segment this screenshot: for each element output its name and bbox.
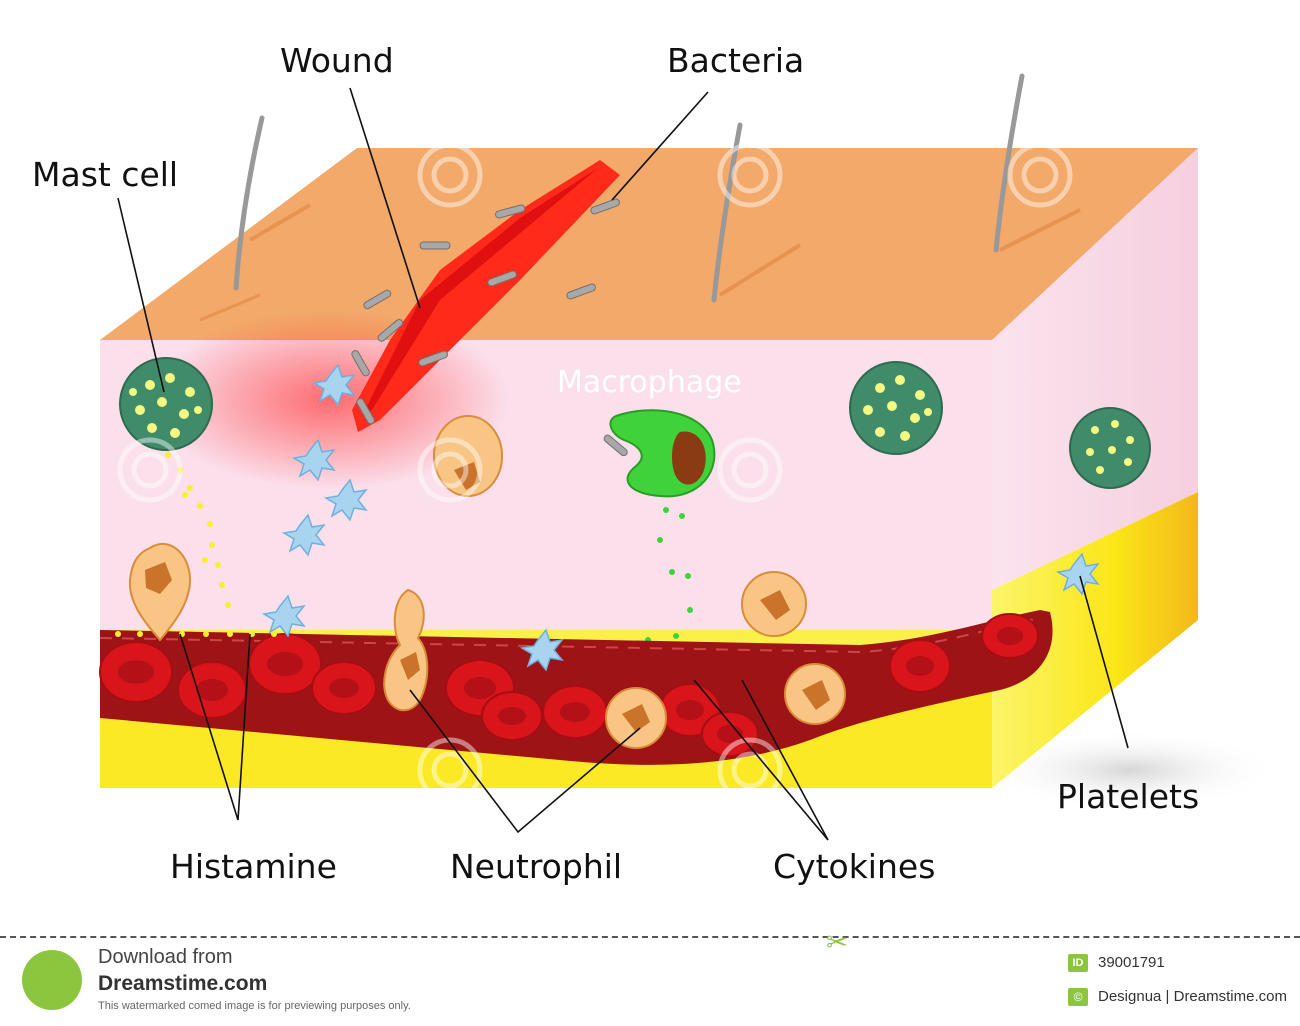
mast-cell	[849, 361, 943, 455]
scissors-icon: ✂	[826, 928, 848, 958]
histamine-particles	[165, 452, 231, 608]
skin-crease	[199, 293, 261, 322]
neutrophil	[128, 542, 192, 642]
image-id: 39001791	[1098, 954, 1165, 971]
platelet	[311, 363, 356, 407]
hair	[993, 73, 1025, 253]
bacterium	[487, 270, 517, 287]
leader-cytokines	[693, 679, 829, 841]
bacteria-group	[351, 198, 628, 457]
label-platelets: Platelets	[1057, 777, 1199, 816]
footer-credit: Designua | Dreamstime.com	[1098, 988, 1287, 1005]
bacterium	[495, 204, 526, 219]
platelet	[261, 594, 306, 638]
leader-bacteria	[611, 91, 709, 201]
id-badge: ID	[1068, 954, 1088, 972]
label-macrophage: Macrophage	[557, 365, 742, 400]
hair	[233, 115, 265, 291]
macrophage	[609, 409, 716, 498]
label-histamine: Histamine	[170, 847, 337, 886]
epidermis-top	[100, 148, 1198, 340]
fat-layer-side	[992, 492, 1198, 788]
footer-download-text: Download from	[98, 946, 233, 968]
hair	[711, 122, 743, 303]
label-neutrophil: Neutrophil	[450, 847, 622, 886]
bacterium	[377, 318, 404, 342]
platelet	[281, 513, 326, 557]
skin-side-face	[992, 148, 1198, 590]
label-bacteria: Bacteria	[667, 41, 804, 80]
leader-wound	[349, 87, 421, 309]
leader-neutrophil	[409, 689, 641, 834]
label-mast-cell: Mast cell	[32, 155, 178, 194]
leader-histamine	[179, 633, 251, 821]
watermark-swirls	[117, 142, 1073, 803]
red-blood-cell-centers	[118, 627, 1023, 743]
neutrophil	[433, 415, 503, 497]
mast-cell	[1069, 407, 1151, 489]
skin-crease	[248, 203, 312, 242]
watermark-footer: ✂ Download from Dreamstime.com This wate…	[0, 928, 1300, 1026]
platelets	[261, 363, 1100, 672]
leader-platelets	[1079, 575, 1129, 749]
bacterium	[418, 350, 448, 367]
label-wound: Wound	[280, 41, 394, 80]
skin-crease	[718, 243, 802, 297]
neutrophil	[605, 687, 667, 749]
dreamstime-logo-icon	[22, 950, 82, 1010]
neutrophil	[784, 663, 846, 725]
platelet	[291, 438, 336, 482]
platelet	[323, 478, 368, 522]
footer-site-name[interactable]: Dreamstime.com	[98, 972, 268, 995]
bacterium	[566, 283, 596, 300]
vessel-wall-highlight	[99, 617, 1041, 654]
platelet	[519, 628, 564, 672]
bacterium	[363, 289, 392, 310]
copyright-icon: ©	[1068, 988, 1088, 1006]
neutrophil	[741, 571, 807, 637]
bacterium	[356, 398, 375, 425]
block-shadow	[980, 730, 1280, 810]
inflammation-diagram: Wound Bacteria Mast cell Macrophage Hist…	[32, 41, 1280, 886]
bacterium	[351, 350, 370, 377]
bacterium	[590, 198, 620, 215]
footer-divider	[0, 936, 1300, 938]
skin-crease	[999, 208, 1081, 252]
leader-mast-cell	[117, 197, 165, 393]
bacterium	[603, 434, 628, 457]
bacterium	[419, 241, 451, 250]
neutrophil	[383, 588, 429, 712]
mast-cell	[119, 357, 213, 451]
label-cytokines: Cytokines	[773, 847, 935, 886]
footer-note: This watermarked comed image is for prev…	[98, 1000, 411, 1012]
